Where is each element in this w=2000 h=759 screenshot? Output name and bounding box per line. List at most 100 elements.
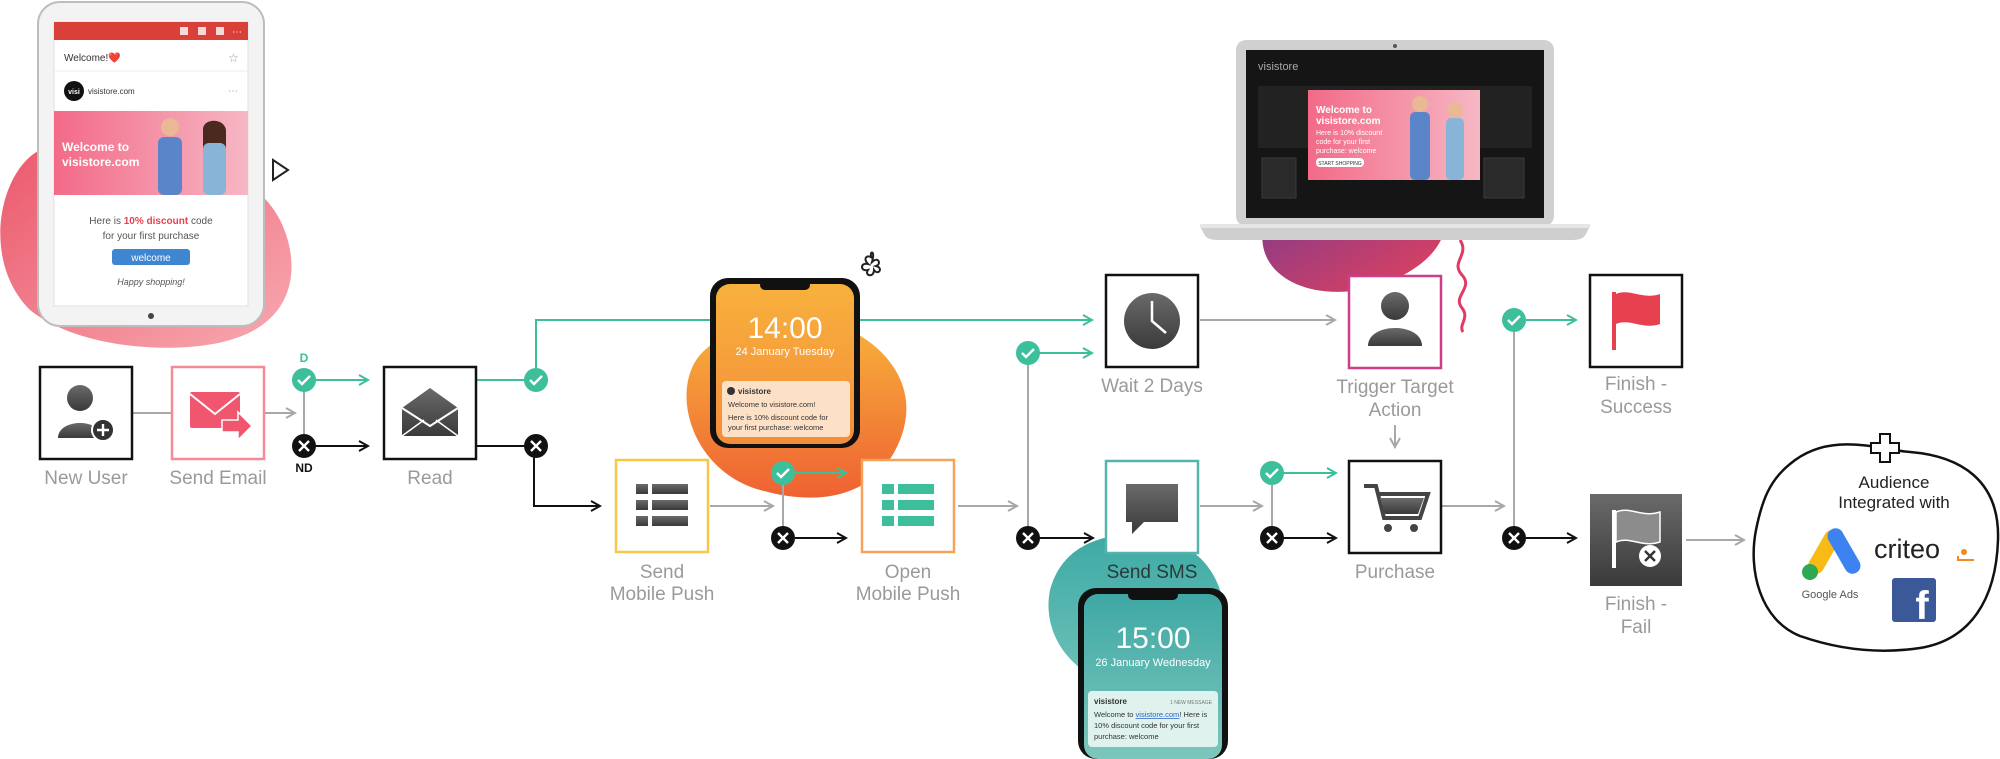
svg-text:Welcome to: Welcome to [1316, 105, 1372, 116]
email-send-icon [189, 392, 254, 442]
cross-icon [292, 434, 316, 458]
svg-text:code for your first: code for your first [1316, 139, 1370, 146]
audience-blob [1752, 443, 2000, 652]
svg-text:your first purchase: welcome: your first purchase: welcome [728, 423, 823, 432]
sender-avatar [64, 81, 84, 101]
svg-text:for your first purchase: for your first purchase [103, 231, 200, 242]
cross-icon [1260, 526, 1284, 550]
cart-icon [1364, 484, 1431, 532]
svg-text:⋯: ⋯ [228, 86, 238, 97]
label-finish-success-2: Success [1600, 397, 1672, 418]
check-icon [1502, 308, 1526, 332]
svg-text:Welcome to visistore.com! Here: Welcome to visistore.com! Here is [1094, 710, 1207, 719]
list-icon [636, 484, 688, 526]
svg-text:Welcome to visistore.com!: Welcome to visistore.com! [728, 400, 815, 409]
svg-text:START SHOPPING: START SHOPPING [1318, 161, 1362, 167]
email-tablet-mockup: ⋯ Welcome!❤️ ☆ visi visistore.com ⋯ Welc… [37, 1, 265, 327]
cross-icon [771, 526, 795, 550]
facebook-logo: f [1892, 578, 1936, 628]
svg-text:15:00: 15:00 [1115, 622, 1190, 655]
cross-icon [524, 434, 548, 458]
node-trigger-target-action[interactable] [1347, 274, 1443, 370]
label-send-mobile-push-2: Mobile Push [610, 584, 715, 605]
svg-text:welcome: welcome [130, 253, 171, 264]
push-notification-card [722, 381, 850, 437]
svg-text:criteo: criteo [1874, 534, 1940, 564]
flag-fail-icon [1612, 509, 1661, 568]
node-finish-success[interactable] [1588, 273, 1684, 369]
node-send-mobile-push[interactable] [614, 458, 710, 554]
node-wait-2-days[interactable] [1104, 273, 1200, 369]
svg-text:Here is 10% discount: Here is 10% discount [1316, 130, 1382, 137]
add-user-icon [58, 385, 115, 442]
not-delivered-label: ND [295, 461, 313, 475]
svg-text:⋯: ⋯ [232, 27, 242, 38]
svg-text:26 January Wednesday: 26 January Wednesday [1095, 657, 1211, 669]
chat-bubble-icon [1126, 484, 1178, 534]
label-send-sms: Send SMS [1107, 562, 1198, 583]
label-purchase: Purchase [1355, 562, 1435, 583]
welcome-button [112, 249, 190, 265]
play-icon [272, 158, 290, 182]
magenta-squiggle [1456, 239, 1468, 333]
svg-text:visistore: visistore [1094, 697, 1127, 706]
laptop-mockup: visistore Welcome to visistore.com Here … [1200, 40, 1590, 240]
svg-text:10% discount code for your fir: 10% discount code for your first [1094, 721, 1200, 730]
cross-icon [1016, 526, 1040, 550]
delivered-label: D [300, 351, 309, 365]
star-icon: ☆ [228, 51, 239, 65]
svg-text:1 NEW MESSAGE: 1 NEW MESSAGE [1170, 700, 1213, 706]
cross-icon [1502, 526, 1526, 550]
svg-text:Happy shopping!: Happy shopping! [117, 277, 185, 287]
clock-icon [1124, 293, 1180, 349]
check-icon [292, 368, 316, 392]
person-icon [1368, 292, 1422, 346]
svg-text:Welcome to: Welcome to [62, 140, 129, 154]
check-icon [1016, 341, 1040, 365]
svg-text:Audience: Audience [1859, 473, 1930, 492]
label-read: Read [407, 468, 452, 489]
push-phone-mockup: 14:00 24 January Tuesday visistore Welco… [710, 278, 860, 448]
audience-integration: Audience Integrated with Google Ads crit… [1752, 433, 2000, 652]
label-wait-2-days: Wait 2 Days [1101, 376, 1203, 397]
label-send-mobile-push-1: Send [640, 562, 684, 583]
node-send-email[interactable] [170, 365, 266, 461]
check-icon [1260, 461, 1284, 485]
email-subject: Welcome!❤️ [64, 52, 121, 64]
svg-text:purchase: welcome: purchase: welcome [1316, 148, 1376, 155]
svg-text:24 January Tuesday: 24 January Tuesday [735, 346, 835, 358]
flag-icon [1612, 292, 1660, 350]
email-sender: visistore.com [88, 87, 135, 96]
svg-text:visistore: visistore [1258, 61, 1298, 73]
plus-icon [1870, 433, 1900, 463]
svg-text:visistore: visistore [738, 387, 771, 396]
label-finish-fail-2: Fail [1621, 617, 1652, 638]
node-purchase[interactable] [1347, 459, 1443, 555]
label-open-mobile-push-1: Open [885, 562, 931, 583]
list-icon [882, 484, 934, 526]
open-envelope-icon [401, 388, 459, 437]
check-icon [771, 461, 795, 485]
sms-phone-mockup: 15:00 26 January Wednesday visistore 1 N… [1078, 588, 1228, 759]
svg-text:visistore.com: visistore.com [62, 155, 139, 169]
node-read[interactable] [382, 365, 478, 461]
node-finish-fail[interactable] [1590, 494, 1682, 586]
sms-notification-card [1088, 691, 1218, 747]
svg-text:Here is 10% discount code for: Here is 10% discount code for [728, 413, 829, 422]
label-open-mobile-push-2: Mobile Push [856, 584, 961, 605]
node-open-mobile-push[interactable] [860, 458, 956, 554]
svg-text:Here is 10% discount code: Here is 10% discount code [89, 216, 213, 227]
svg-text:14:00: 14:00 [747, 312, 822, 345]
node-new-user[interactable] [38, 365, 134, 461]
sender-logo-text: visi [68, 89, 80, 96]
node-send-sms[interactable] [1104, 459, 1200, 555]
svg-text:visistore.com: visistore.com [1316, 116, 1381, 127]
label-finish-fail-1: Finish - [1605, 594, 1667, 615]
label-new-user: New User [44, 468, 128, 489]
svg-text:f: f [1915, 584, 1929, 628]
google-ads-logo: Google Ads [1802, 528, 1861, 601]
label-send-email: Send Email [169, 468, 266, 489]
check-icon [524, 368, 548, 392]
criteo-logo: criteo [1874, 534, 1974, 564]
